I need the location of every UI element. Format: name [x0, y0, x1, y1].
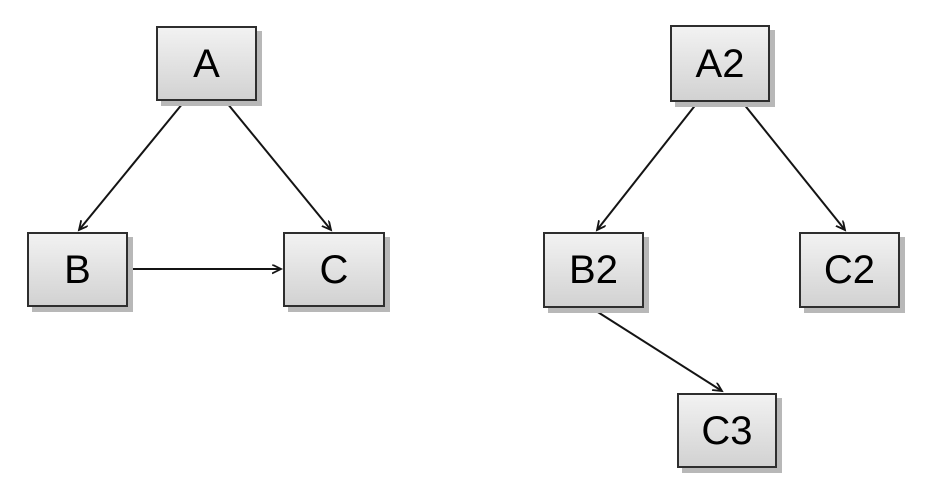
- edge-A2-C2: [742, 102, 845, 230]
- node-label: B2: [569, 248, 618, 292]
- edge-A-C: [226, 102, 331, 230]
- node-A[interactable]: A: [156, 26, 257, 101]
- edge-B2-C3: [592, 308, 722, 391]
- node-A2[interactable]: A2: [670, 25, 770, 102]
- node-label: A: [193, 41, 220, 86]
- edge-A-B: [79, 102, 184, 230]
- edge-A2-B2: [597, 102, 698, 230]
- node-C2[interactable]: C2: [799, 232, 900, 308]
- node-label: C3: [701, 408, 753, 453]
- node-label: B: [64, 247, 91, 292]
- node-C[interactable]: C: [283, 232, 385, 307]
- node-B[interactable]: B: [27, 232, 128, 307]
- node-label: A2: [695, 41, 745, 86]
- node-B2[interactable]: B2: [543, 232, 644, 308]
- node-label: C: [319, 247, 349, 292]
- node-label: C2: [823, 248, 876, 292]
- node-C3[interactable]: C3: [677, 393, 777, 468]
